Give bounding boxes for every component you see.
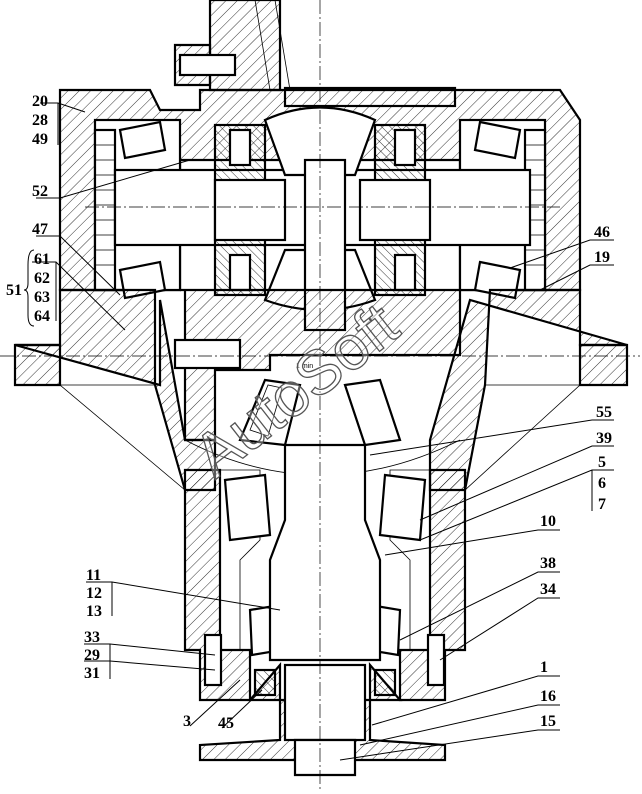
label-33: 33 (84, 629, 100, 646)
label-51: 51 (6, 282, 22, 299)
label-61: 61 (34, 251, 50, 268)
label-19: 19 (594, 249, 610, 266)
label-45: 45 (218, 715, 234, 732)
label-46: 46 (594, 224, 610, 241)
label-31: 31 (84, 665, 100, 682)
label-49: 49 (32, 131, 48, 148)
label-3: 3 (183, 713, 191, 730)
label-55: 55 (596, 404, 612, 421)
label-16: 16 (540, 688, 556, 705)
label-28: 28 (32, 112, 48, 129)
label-39: 39 (596, 430, 612, 447)
leader-lines (32, 102, 614, 761)
label-34: 34 (540, 581, 556, 598)
labels-right: 46 19 55 39 5 6 7 10 38 34 1 16 15 (540, 224, 612, 730)
label-52: 52 (32, 183, 48, 200)
label-64: 64 (34, 308, 50, 325)
label-62: 62 (34, 270, 50, 287)
label-15: 15 (540, 713, 556, 730)
label-1: 1 (540, 659, 548, 676)
labels-left: 20 28 49 52 47 51 61 62 63 64 11 12 13 3… (6, 93, 234, 732)
label-10: 10 (540, 513, 556, 530)
brace (23, 249, 35, 327)
label-5: 5 (598, 454, 606, 471)
label-38: 38 (540, 555, 556, 572)
label-63: 63 (34, 289, 50, 306)
label-12: 12 (86, 585, 102, 602)
label-7: 7 (598, 496, 606, 513)
label-13: 13 (86, 603, 102, 620)
label-47: 47 (32, 221, 48, 238)
label-20: 20 (32, 93, 48, 110)
label-6: 6 (598, 475, 606, 492)
dimension-note: 1 min (296, 363, 313, 370)
label-11: 11 (86, 567, 101, 584)
label-29: 29 (84, 647, 100, 664)
